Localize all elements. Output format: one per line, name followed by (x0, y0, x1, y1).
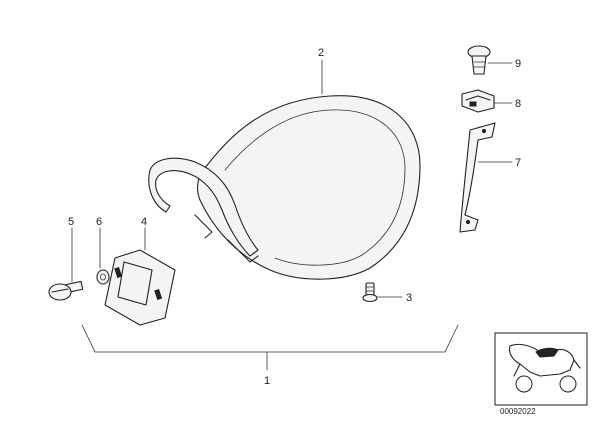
callout-7: 7 (515, 157, 521, 169)
plate-4-window (117, 261, 153, 306)
seat-grab-strap (148, 157, 259, 257)
bolt-part-3 (362, 282, 378, 303)
washer-6-outer (96, 269, 110, 285)
plate-part-4 (104, 249, 176, 326)
leader-lines (71, 59, 513, 371)
screw-5-head (48, 283, 72, 301)
bolt-9-shank (471, 55, 487, 75)
motorcycle-thumbnail: 00092022 (494, 332, 588, 416)
callout-8: 8 (515, 98, 521, 110)
bracket-part-7 (459, 122, 496, 233)
reference-number: 00092022 (500, 407, 536, 416)
screw-part-5 (48, 280, 84, 301)
assembly-bracket-1 (81, 324, 459, 371)
callout-2: 2 (318, 47, 324, 59)
seat-cushion (196, 95, 421, 280)
washer-part-6 (96, 269, 110, 285)
seat-underside (194, 214, 259, 263)
bolt-3-head (362, 293, 378, 303)
seat-part (148, 95, 421, 280)
callout-6: 6 (96, 216, 102, 228)
thumbnail-frame (494, 332, 588, 406)
callout-1: 1 (264, 375, 270, 387)
callout-5: 5 (68, 216, 74, 228)
callout-4: 4 (141, 216, 147, 228)
clip-part-8 (461, 89, 495, 113)
callout-9: 9 (515, 58, 521, 70)
seat-seam (224, 109, 406, 266)
plate-4-body (104, 249, 176, 326)
callout-3: 3 (406, 292, 412, 304)
motorcycle-icon (508, 343, 581, 393)
bolt-part-9 (467, 45, 491, 75)
callout-labels: 1 2 3 4 5 6 7 8 9 (68, 47, 521, 387)
bolt-3-shank (365, 282, 375, 296)
clip-8-body (461, 89, 495, 113)
bracket-7-body (459, 122, 496, 233)
